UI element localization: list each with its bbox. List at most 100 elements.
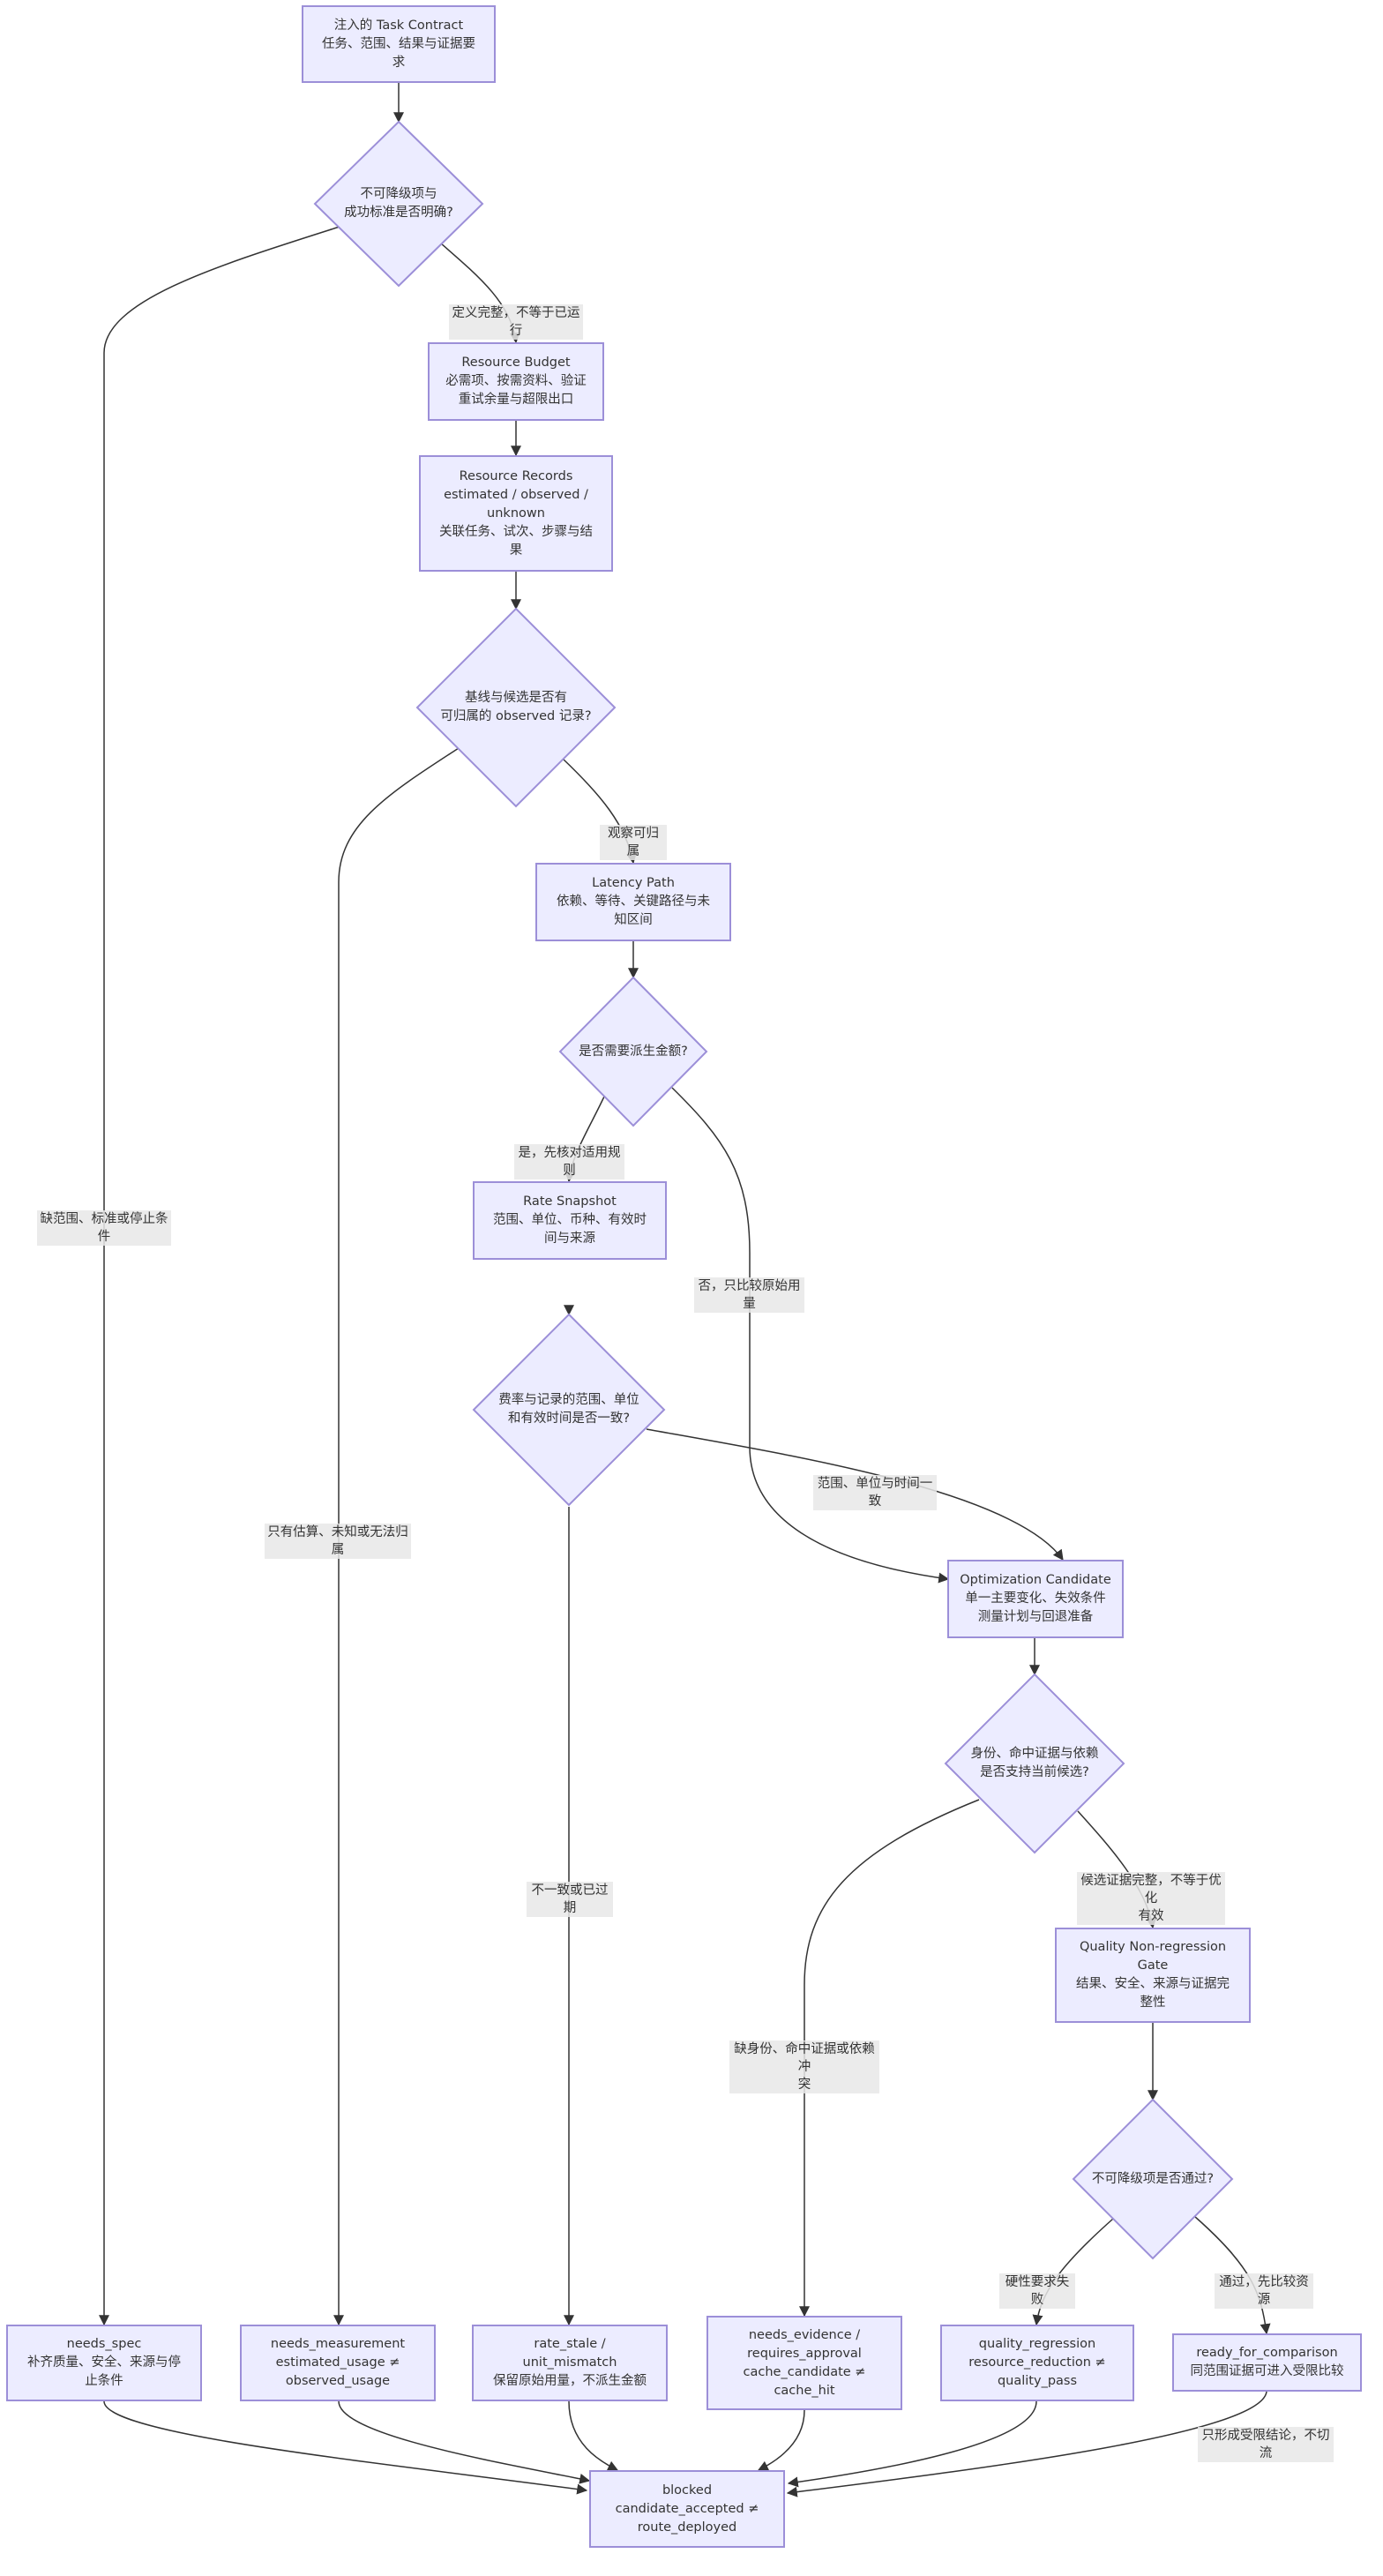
text-line: 求: [392, 55, 406, 70]
text-line: Gate: [1137, 1958, 1169, 1973]
text-line: resource_reduction ≠: [968, 2355, 1106, 2370]
text-line: 依赖、等待、关键路径与未: [557, 895, 710, 909]
text-line: 范围、单位与时间一致: [817, 1477, 933, 1509]
decision-d4-shape: [472, 1313, 666, 1507]
text-line: 是否支持当前候选?: [980, 1765, 1089, 1779]
text-line: 重试余量与超限出口: [458, 393, 574, 407]
text-line: quality_regression: [978, 2337, 1096, 2351]
text-line: 结果、安全、来源与证据完: [1076, 1977, 1230, 1991]
node-rate-snapshot: Rate Snapshot 范围、单位、币种、有效时间与来源: [473, 1181, 667, 1260]
node-resource-records: Resource Records estimated / observed / un…: [419, 455, 613, 572]
edge-label-d3-no: 否，只比较原始用量: [694, 1277, 804, 1313]
text-line: 只有估算、未知或无法归属: [267, 1525, 408, 1557]
node-task-contract: 注入的 Task Contract 任务、范围、结果与证据要求: [302, 5, 496, 83]
edge-label-d3-yes: 是，先核对适用规则: [514, 1144, 624, 1179]
text-line: estimated / observed /: [444, 487, 588, 502]
text-line: unknown: [487, 505, 545, 520]
text-line: 只形成受限结论，不切流: [1201, 2429, 1330, 2460]
text-line: cache_hit: [774, 2383, 835, 2398]
edge-quality-regression-blocked: [787, 2400, 1037, 2488]
text-line: Resource Records: [459, 468, 573, 483]
decision-d6-text: 不可降级项是否通过?: [1073, 2166, 1232, 2192]
text-line: 单一主要变化、失效条件: [965, 1591, 1106, 1606]
edge-d1-needs-spec: [99, 226, 340, 2326]
decision-d5-shape: [944, 1673, 1125, 1854]
text-line: needs_evidence /: [748, 2327, 861, 2342]
text-line: 果: [509, 543, 523, 558]
text-line: ready_for_comparison: [1196, 2346, 1338, 2360]
text-line: 关联任务、试次、步骤与结: [439, 524, 593, 539]
text-line: needs_measurement: [270, 2337, 406, 2351]
edge-d2-needs-measurement: [333, 747, 460, 2326]
decision-d1-text: 不可降级项与成功标准是否明确?: [328, 177, 469, 230]
text-line: 间与来源: [544, 1232, 595, 1246]
decision-d3-shape: [558, 976, 708, 1127]
decision-d4-text: 费率与记录的范围、单位和有效时间是否一致?: [485, 1383, 653, 1436]
text-line: cache_candidate ≠: [743, 2364, 866, 2379]
text-line: observed_usage: [285, 2374, 391, 2388]
edge-label-d1-no: 缺范围、标准或停止条件: [37, 1210, 171, 1246]
text-line: rate_stale /: [534, 2337, 606, 2351]
text-line: 止条件: [85, 2374, 123, 2388]
node-resource-budget: Resource Budget 必需项、按需资料、验证重试余量与超限出口: [428, 342, 604, 421]
edge-rate-stale-blocked: [568, 2400, 619, 2471]
edge-label-d4-no: 不一致或已过期: [527, 1882, 613, 1917]
text-line: 缺身份、命中证据或依赖冲: [734, 2042, 875, 2074]
text-line: requires_approval: [747, 2346, 862, 2361]
text-line: 不可降级项与: [360, 187, 437, 201]
text-line: 可归属的 observed 记录?: [440, 709, 592, 723]
text-line: 否，只比较原始用量: [698, 1279, 801, 1311]
text-line: 和有效时间是否一致?: [507, 1412, 631, 1426]
text-line: blocked: [662, 2482, 713, 2497]
text-line: 保留原始用量，不派生金额: [493, 2374, 647, 2388]
node-ready-for-comparison: ready_for_comparison 同范围证据可进入受限比较: [1172, 2333, 1362, 2392]
text-line: Resource Budget: [461, 356, 571, 370]
node-needs-measurement: needs_measurement estimated_usage ≠ observ…: [240, 2325, 436, 2401]
edge-label-d2-no: 只有估算、未知或无法归属: [265, 1524, 411, 1559]
edge-label-d4-yes: 范围、单位与时间一致: [813, 1475, 937, 1510]
text-line: 不一致或已过期: [531, 1883, 609, 1915]
edge-d6-quality-regression: [1032, 2218, 1114, 2326]
text-line: 是否需要派生金额?: [579, 1044, 688, 1059]
text-line: Latency Path: [592, 876, 675, 890]
text-line: 是，先核对适用规则: [518, 1146, 621, 1178]
text-line: 基线与候选是否有: [465, 691, 567, 705]
decision-d2-text: 基线与候选是否有可归属的 observed 记录?: [423, 681, 609, 734]
text-line: 有效: [1138, 1909, 1164, 1923]
node-rate-stale: rate_stale / unit_mismatch 保留原始用量，不派生金额: [472, 2325, 668, 2401]
edge-needs-evidence-blocked: [757, 2409, 805, 2471]
text-line: 必需项、按需资料、验证: [445, 374, 587, 388]
text-line: 任务、范围、结果与证据要: [322, 36, 475, 51]
edge-ready-blocked: [786, 2391, 1267, 2497]
decision-d5-text: 身份、命中证据与依赖是否支持当前候选?: [955, 1737, 1114, 1790]
text-line: Optimization Candidate: [960, 1573, 1111, 1587]
text-line: 候选证据完整，不等于优化: [1080, 1874, 1222, 1906]
text-line: 注入的 Task Contract: [333, 18, 464, 33]
edge-needs-measurement-blocked: [338, 2400, 591, 2484]
text-line: 不可降级项是否通过?: [1091, 2171, 1215, 2186]
text-line: 同范围证据可进入受限比较: [1190, 2364, 1344, 2378]
text-line: Quality Non-regression: [1079, 1940, 1227, 1954]
text-line: 缺范围、标准或停止条件: [40, 1212, 168, 1244]
text-line: Rate Snapshot: [523, 1194, 617, 1209]
text-line: estimated_usage ≠: [275, 2355, 400, 2370]
text-line: route_deployed: [637, 2520, 737, 2535]
text-line: 通过，先比较资源: [1219, 2275, 1309, 2307]
edge-d5-needs-evidence: [799, 1799, 980, 2318]
text-line: unit_mismatch: [522, 2355, 617, 2370]
edge-label-d6-fail: 硬性要求失败: [999, 2273, 1075, 2309]
text-line: 定义完整，不等于已运行: [452, 306, 580, 338]
edge-label-d2-yes: 观察可归属: [600, 825, 667, 860]
decision-d2-shape: [415, 607, 617, 808]
text-line: 整性: [1140, 1996, 1166, 2010]
edge-label-d5-no: 缺身份、命中证据或依赖冲突: [729, 2041, 879, 2093]
text-line: 范围、单位、币种、有效时: [493, 1213, 647, 1227]
edge-label-d5-yes: 候选证据完整，不等于优化有效: [1077, 1872, 1225, 1925]
edge-d3-candidate: [671, 1087, 950, 1584]
edge-needs-spec-blocked: [103, 2400, 588, 2495]
